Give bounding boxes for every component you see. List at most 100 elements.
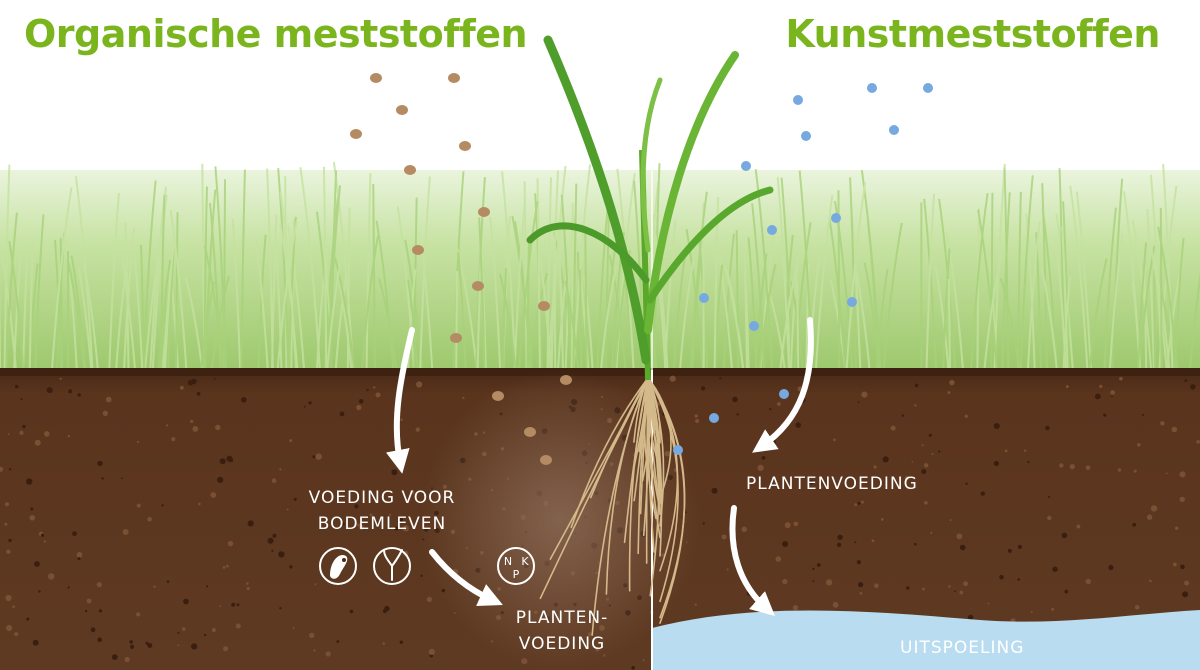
soil-speck bbox=[0, 466, 4, 472]
soil-speck bbox=[394, 526, 399, 531]
soil-speck bbox=[836, 542, 842, 547]
soil-speck bbox=[235, 623, 241, 629]
soil-speck bbox=[1099, 384, 1103, 388]
soil-speck bbox=[1023, 449, 1027, 452]
soil-speck bbox=[40, 533, 45, 537]
grass-blade bbox=[875, 268, 889, 373]
soil-speck bbox=[1179, 496, 1185, 503]
grass-blade bbox=[570, 203, 574, 373]
soil-speck bbox=[246, 586, 250, 591]
soil-speck bbox=[956, 533, 963, 540]
grass-blade bbox=[203, 186, 208, 373]
soil-speck bbox=[210, 492, 217, 498]
grass-blade bbox=[722, 233, 735, 373]
soil-speck bbox=[400, 418, 403, 422]
soil-speck bbox=[120, 477, 123, 480]
soil-speck bbox=[854, 503, 858, 507]
grass-blade bbox=[1159, 207, 1163, 373]
soil-speck bbox=[354, 504, 359, 509]
grass-blade bbox=[1150, 247, 1168, 373]
grass-blade bbox=[599, 265, 618, 373]
grass-blade bbox=[59, 237, 64, 373]
grass-blade bbox=[1111, 178, 1124, 373]
soil-speck bbox=[369, 513, 373, 517]
soil-speck bbox=[402, 525, 409, 532]
grass-blade bbox=[793, 221, 812, 373]
grass-blade bbox=[805, 263, 810, 373]
soil-speck bbox=[426, 596, 433, 603]
soil-speck bbox=[190, 419, 194, 423]
soil-speck bbox=[415, 427, 420, 432]
grass-blade bbox=[5, 212, 18, 373]
grass-blade bbox=[1137, 242, 1148, 373]
soil-speck bbox=[721, 534, 727, 540]
soil-speck bbox=[366, 388, 369, 392]
grass-blade bbox=[743, 251, 748, 373]
soil-speck bbox=[993, 423, 1000, 429]
soil-speck bbox=[1184, 379, 1188, 383]
synthetic-granule bbox=[699, 293, 709, 303]
grass-blade bbox=[140, 244, 145, 373]
grass-blade bbox=[114, 256, 129, 373]
synthetic-granule bbox=[779, 389, 789, 399]
soil-speck bbox=[214, 377, 216, 380]
soil-speck bbox=[928, 433, 932, 437]
grass-blade bbox=[1153, 260, 1171, 373]
grass-blade bbox=[346, 207, 351, 373]
soil-speck bbox=[292, 627, 295, 630]
soil-speck bbox=[861, 391, 868, 398]
soil-speck bbox=[757, 464, 764, 471]
soil-speck bbox=[4, 502, 10, 507]
soil-speck bbox=[761, 456, 766, 460]
soil-speck bbox=[890, 425, 896, 431]
soil-speck bbox=[29, 515, 35, 521]
grass-blade bbox=[203, 245, 225, 373]
grass-blade bbox=[208, 202, 222, 373]
synthetic-granule bbox=[749, 321, 759, 331]
soil-speck bbox=[1017, 578, 1020, 581]
soil-speck bbox=[375, 392, 381, 398]
soil-speck bbox=[911, 460, 914, 463]
organic-granules bbox=[350, 73, 572, 465]
soil-speck bbox=[964, 414, 968, 418]
soil-speck bbox=[215, 424, 221, 431]
grass-blade bbox=[1017, 191, 1022, 373]
grass-blade bbox=[421, 251, 434, 373]
soil-speck bbox=[286, 508, 289, 511]
curved-arrow-icon bbox=[429, 549, 503, 606]
soil-speck bbox=[769, 408, 772, 411]
soil-speck bbox=[68, 389, 73, 394]
soil-speck bbox=[4, 522, 8, 526]
grass-blade bbox=[286, 224, 306, 373]
soil-speck bbox=[954, 590, 956, 593]
grass-blade bbox=[945, 232, 965, 373]
soil-speck bbox=[856, 560, 862, 565]
soil-speck bbox=[1111, 395, 1113, 398]
soil-speck bbox=[97, 460, 103, 467]
soil-speck bbox=[860, 500, 864, 504]
soil-speck bbox=[336, 640, 340, 643]
grass-blade bbox=[754, 253, 768, 373]
soil-speck bbox=[72, 531, 77, 537]
plant-roots bbox=[539, 377, 686, 636]
grass-blade bbox=[1001, 192, 1011, 373]
grass-blade bbox=[50, 187, 73, 373]
soil-speck bbox=[948, 585, 951, 588]
grass-blade bbox=[546, 177, 553, 373]
synthetic-granule bbox=[923, 83, 933, 93]
soil-speck bbox=[206, 585, 209, 588]
soil-speck bbox=[1007, 548, 1012, 553]
soil-speck bbox=[339, 411, 345, 417]
grass-blade bbox=[1040, 266, 1059, 373]
grass-blade bbox=[925, 193, 936, 373]
grass-blade bbox=[938, 198, 957, 373]
soil-speck bbox=[921, 444, 924, 447]
curved-arrow-icon bbox=[729, 505, 775, 616]
organic-granule bbox=[524, 427, 536, 437]
soil-speck bbox=[914, 542, 917, 546]
soil-speck bbox=[130, 644, 135, 650]
soil-speck bbox=[711, 487, 718, 494]
synthetic-granule bbox=[831, 213, 841, 223]
soil-speck bbox=[1051, 607, 1055, 611]
soil-speck bbox=[153, 585, 156, 588]
